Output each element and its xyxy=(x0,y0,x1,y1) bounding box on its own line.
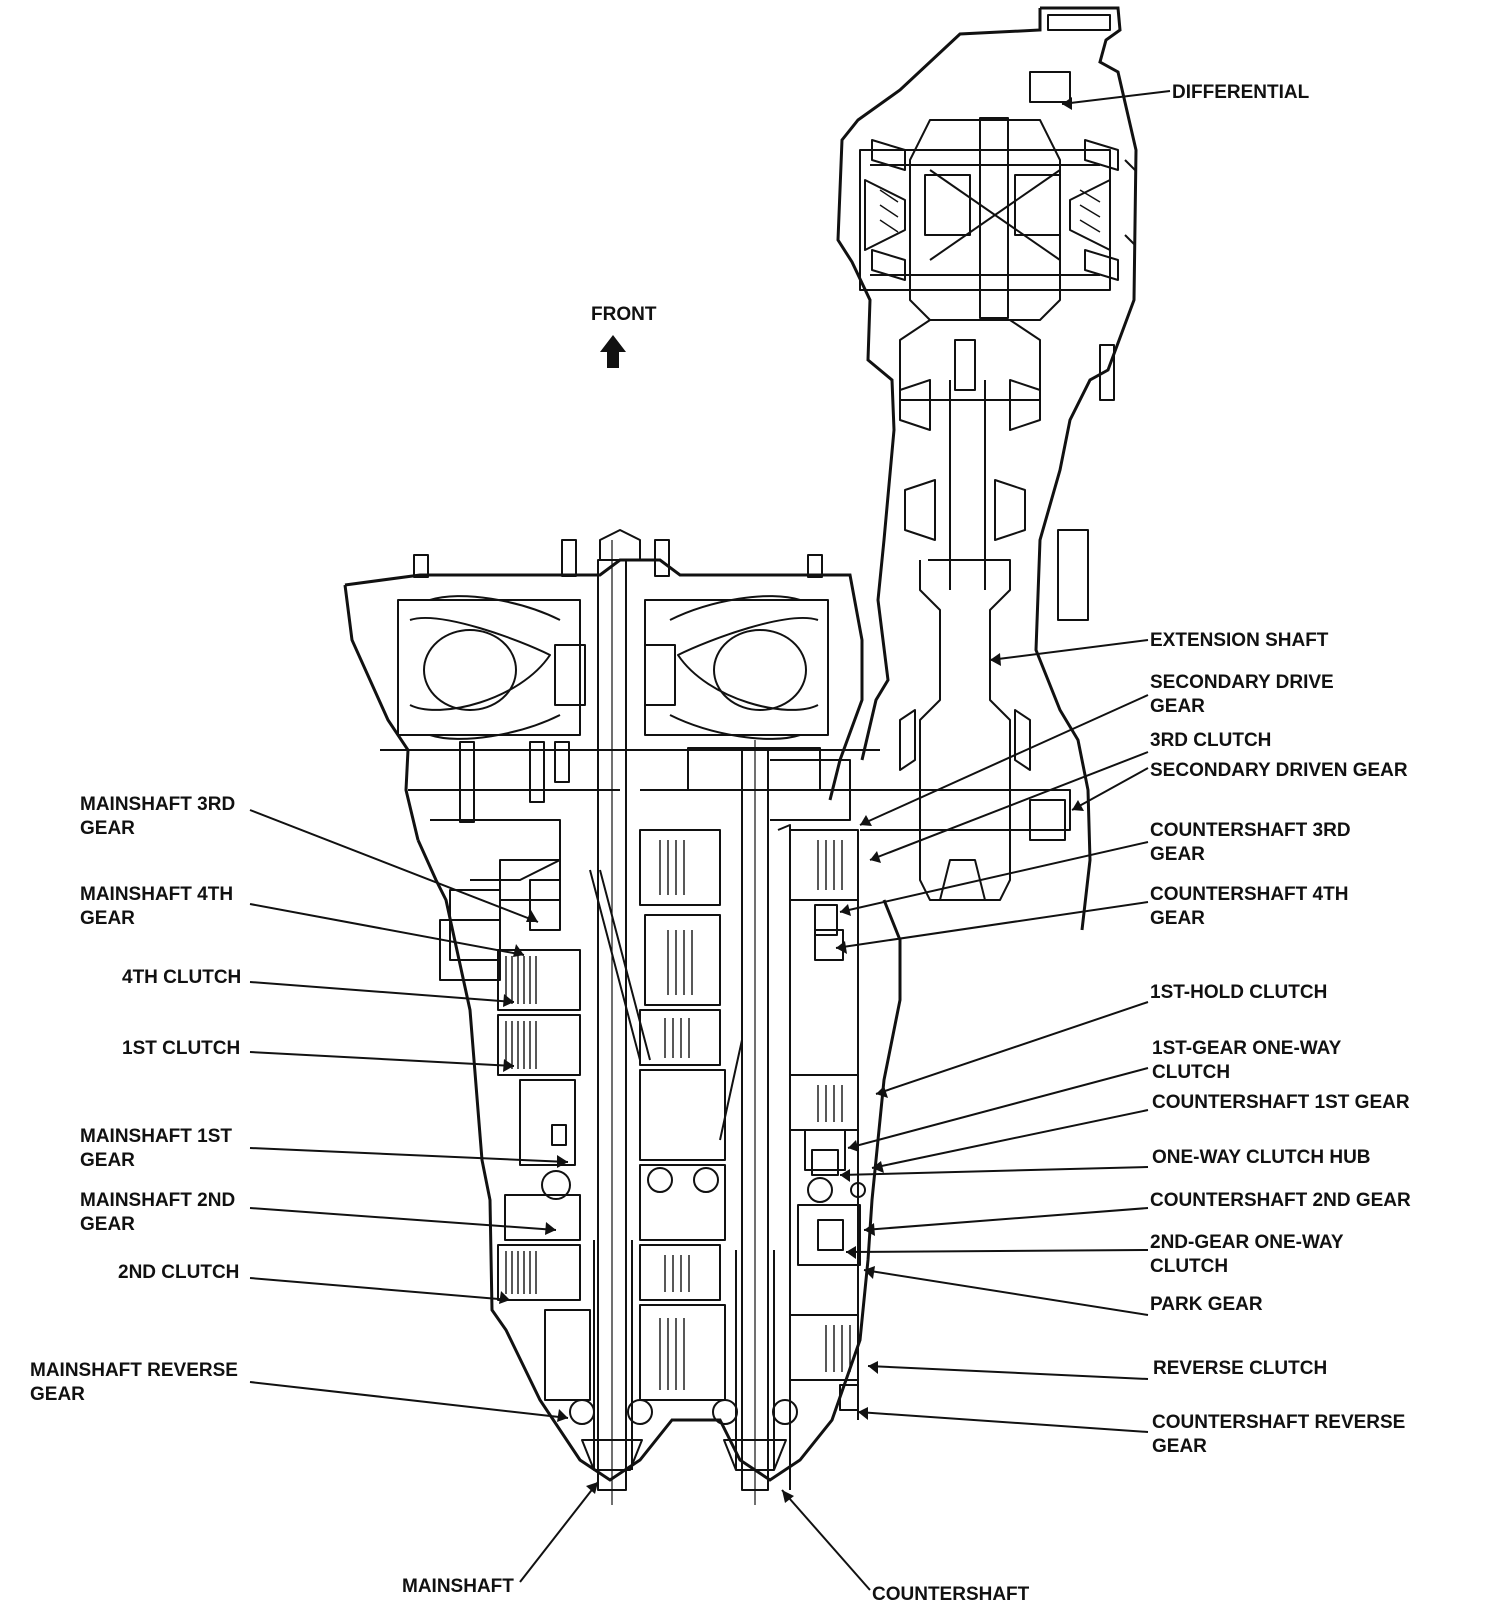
leader-countershaft-3rd-gear xyxy=(839,841,1149,913)
leader-countershaft-1st-gear xyxy=(871,1109,1149,1169)
leader-mainshaft-3rd-gear xyxy=(249,809,539,923)
leader-countershaft-4th-gear xyxy=(835,901,1149,949)
leader-mainshaft xyxy=(519,1481,599,1583)
torque-converter xyxy=(343,529,864,841)
leader-reverse-clutch xyxy=(867,1365,1149,1380)
leader-differential xyxy=(1061,90,1171,105)
labels: FRONT DIFFERENTIAL EXTENSION SHAFT SECON… xyxy=(30,82,1411,1605)
leader-lines xyxy=(249,90,1171,1591)
leader-1st-clutch xyxy=(249,1051,515,1067)
differential-housing xyxy=(836,6,1138,931)
leader-1st-gear-one-way-clutch xyxy=(847,1067,1149,1149)
leader-extension-shaft xyxy=(989,639,1149,661)
label-3rd-clutch: 3RD CLUTCH xyxy=(1150,730,1271,751)
leader-3rd-clutch xyxy=(869,751,1149,861)
label-countershaft-3rd-gear: COUNTERSHAFT 3RD GEAR xyxy=(1150,820,1356,865)
mainshaft-assembly xyxy=(439,540,653,1505)
label-1st-hold-clutch: 1ST-HOLD CLUTCH xyxy=(1150,982,1327,1003)
leader-one-way-clutch-hub xyxy=(839,1166,1149,1176)
label-2nd-gear-one-way-clutch: 2ND-GEAR ONE-WAY CLUTCH xyxy=(1150,1232,1348,1277)
label-mainshaft-reverse-gear: MAINSHAFT REVERSE GEAR xyxy=(30,1360,243,1405)
front-label: FRONT xyxy=(591,304,657,325)
label-reverse-clutch: REVERSE CLUTCH xyxy=(1153,1358,1327,1379)
label-mainshaft-4th-gear: MAINSHAFT 4TH GEAR xyxy=(80,884,238,929)
leader-secondary-driven-gear xyxy=(1071,767,1149,811)
transmission-case xyxy=(380,741,902,1482)
leader-mainshaft-4th-gear xyxy=(249,903,525,956)
arrow-up-icon xyxy=(600,335,626,368)
label-differential: DIFFERENTIAL xyxy=(1172,82,1310,103)
label-mainshaft: MAINSHAFT xyxy=(402,1576,514,1597)
label-secondary-driven-gear: SECONDARY DRIVEN GEAR xyxy=(1150,760,1408,781)
label-2nd-clutch: 2ND CLUTCH xyxy=(118,1262,239,1283)
leader-countershaft xyxy=(781,1489,871,1591)
label-countershaft-reverse-gear: COUNTERSHAFT REVERSE GEAR xyxy=(1152,1412,1411,1457)
label-one-way-clutch-hub: ONE-WAY CLUTCH HUB xyxy=(1152,1147,1371,1168)
label-countershaft-1st-gear: COUNTERSHAFT 1ST GEAR xyxy=(1152,1092,1410,1113)
leader-4th-clutch xyxy=(249,981,515,1003)
leader-1st-hold-clutch xyxy=(875,1001,1149,1095)
label-park-gear: PARK GEAR xyxy=(1150,1294,1263,1315)
label-countershaft: COUNTERSHAFT xyxy=(872,1584,1030,1605)
label-mainshaft-1st-gear: MAINSHAFT 1ST GEAR xyxy=(80,1126,237,1171)
label-1st-gear-one-way-clutch: 1ST-GEAR ONE-WAY CLUTCH xyxy=(1152,1038,1346,1083)
label-secondary-drive-gear: SECONDARY DRIVE GEAR xyxy=(1150,672,1339,717)
leader-countershaft-2nd-gear xyxy=(863,1207,1149,1231)
label-countershaft-4th-gear: COUNTERSHAFT 4TH GEAR xyxy=(1150,884,1354,929)
label-countershaft-2nd-gear: COUNTERSHAFT 2ND GEAR xyxy=(1150,1190,1411,1211)
label-mainshaft-3rd-gear: MAINSHAFT 3RD GEAR xyxy=(80,794,240,839)
leader-2nd-clutch xyxy=(249,1277,511,1301)
leader-park-gear xyxy=(863,1269,1149,1316)
leader-secondary-drive-gear xyxy=(859,694,1149,826)
label-extension-shaft: EXTENSION SHAFT xyxy=(1150,630,1329,651)
label-mainshaft-2nd-gear: MAINSHAFT 2ND GEAR xyxy=(80,1190,240,1235)
front-arrow xyxy=(600,335,626,368)
right-countershaft-components xyxy=(777,789,1071,1490)
label-4th-clutch: 4TH CLUTCH xyxy=(122,967,241,988)
label-1st-clutch: 1ST CLUTCH xyxy=(122,1038,240,1059)
leader-mainshaft-reverse-gear xyxy=(249,1381,569,1419)
leader-mainshaft-1st-gear xyxy=(249,1147,569,1163)
leader-2nd-gear-one-way-clutch xyxy=(845,1249,1149,1253)
leader-mainshaft-2nd-gear xyxy=(249,1207,557,1231)
countershaft-assembly xyxy=(589,740,798,1505)
leader-countershaft-reverse-gear xyxy=(857,1411,1149,1433)
